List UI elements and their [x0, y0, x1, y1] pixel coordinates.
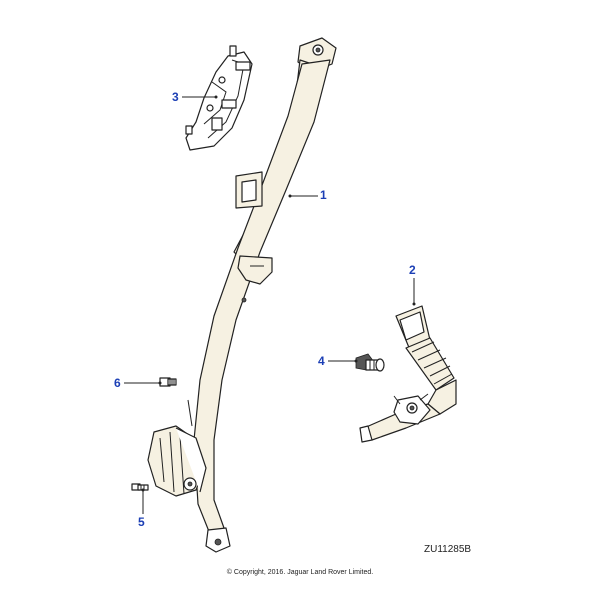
buckle-part-2	[359, 305, 457, 443]
diagram-reference-code: ZU11285B	[424, 544, 472, 555]
seat-belt-webbing-part-1	[147, 37, 337, 553]
callout-2: 2	[409, 263, 416, 277]
callout-3: 3	[172, 90, 179, 104]
height-adjuster-part-3	[185, 45, 253, 151]
bolt-part-6	[159, 377, 177, 387]
bolt-part-4	[355, 353, 385, 372]
callout-4: 4	[318, 354, 325, 368]
callout-6: 6	[114, 376, 121, 390]
callout-1: 1	[320, 188, 327, 202]
leader-lines	[124, 95, 416, 514]
copyright-notice: © Copyright, 2016. Jaguar Land Rover Lim…	[226, 569, 374, 576]
bolt-part-5	[131, 483, 149, 491]
callout-5: 5	[138, 515, 145, 529]
